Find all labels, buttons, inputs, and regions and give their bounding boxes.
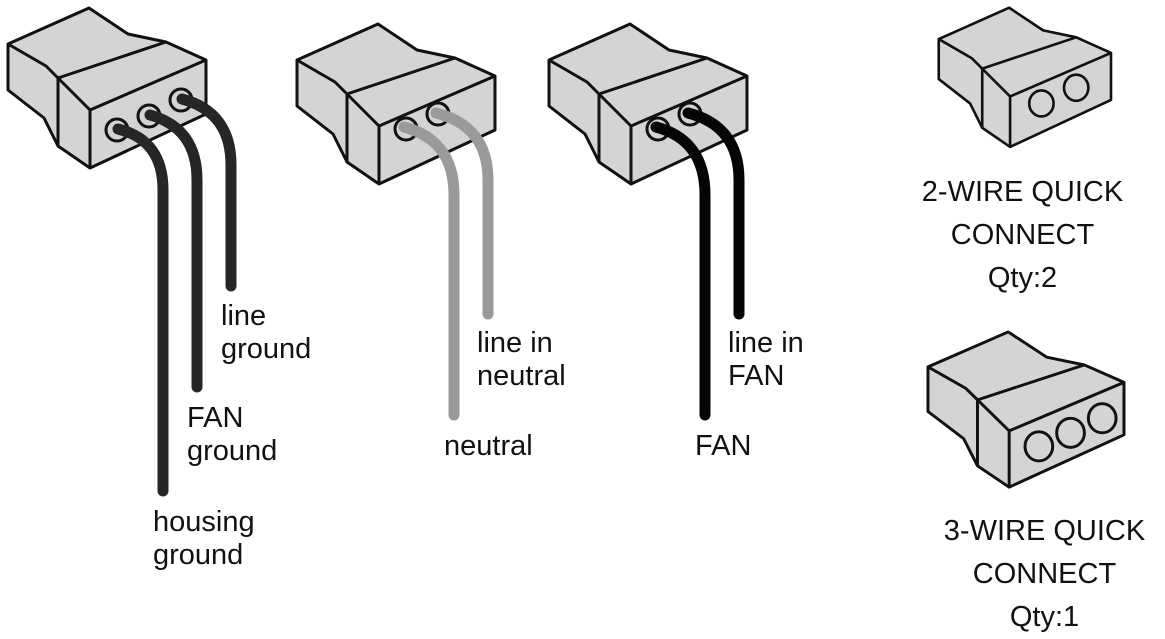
neutral-wire (398, 121, 460, 421)
fan-ground-wire (144, 109, 203, 393)
ground-connector (6, 6, 208, 170)
label-line-1: housing (153, 506, 255, 538)
neutral-connector (295, 22, 497, 186)
port-2 (1055, 416, 1086, 449)
label-line-2: FAN (728, 360, 785, 392)
three-wire-quick-connect (926, 330, 1126, 489)
two-wire-caption: 2-WIRE QUICK CONNECT Qty:2 (900, 171, 1145, 300)
line-ground-label: line ground (221, 300, 311, 366)
label-line-1: line in (477, 327, 553, 359)
label-line-1: neutral (444, 430, 533, 462)
two-wire-quick-connect (937, 6, 1113, 149)
housing-ground-wire (112, 123, 169, 497)
three-wire-caption: 3-WIRE QUICK CONNECT Qty:1 (922, 510, 1165, 639)
line-in-fan-label: line in FAN (728, 327, 804, 393)
fan-ground-label: FAN ground (187, 402, 277, 468)
part-title-line-1: 2-WIRE QUICK (921, 176, 1124, 208)
label-line-1: line (221, 300, 267, 332)
line-in-fan-wire (682, 107, 745, 320)
part-title-line-1: 3-WIRE QUICK (943, 515, 1146, 547)
label-line-2: ground (153, 539, 244, 571)
port-1 (1027, 89, 1055, 118)
line-in-neutral-label: line in neutral (477, 327, 566, 393)
port-2 (1062, 73, 1090, 103)
housing-ground-label: housing ground (153, 506, 255, 572)
label-line-1: FAN (695, 430, 752, 462)
port-3 (1086, 402, 1118, 435)
label-line-1: line in (728, 327, 804, 359)
fan-label: FAN (695, 430, 751, 463)
label-line-2: neutral (477, 360, 566, 392)
label-line-2: ground (187, 435, 278, 467)
fan-wire (650, 121, 711, 421)
neutral-label: neutral (444, 430, 533, 463)
line-ground-wire (176, 93, 237, 292)
line-in-neutral-wire (430, 107, 494, 320)
part-qty: Qty:1 (1009, 601, 1080, 633)
part-title-line-2: CONNECT (972, 558, 1117, 590)
part-qty: Qty:2 (987, 262, 1058, 294)
label-line-1: FAN (187, 402, 244, 434)
part-title-line-2: CONNECT (950, 219, 1095, 251)
label-line-2: ground (221, 333, 312, 365)
port-1 (1023, 430, 1055, 463)
fan-connector (547, 22, 749, 186)
